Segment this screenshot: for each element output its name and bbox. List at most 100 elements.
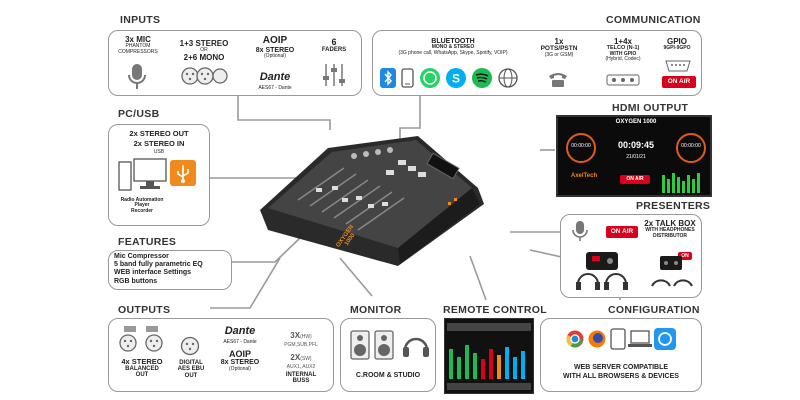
- buss-hw-type: (HW): [300, 334, 312, 340]
- telco-connector-icon: [606, 74, 640, 86]
- bluetooth-icon: [380, 68, 396, 88]
- spotify-icon: [472, 68, 492, 88]
- hdmi-brand: OXYGEN 1000: [615, 119, 657, 125]
- buss-sw-list: AUX1, AUX2: [286, 363, 316, 370]
- buss-hw-count: 3X: [290, 331, 301, 340]
- features-panel: [108, 250, 232, 290]
- speaker-right-icon: [374, 330, 394, 360]
- faders-icon: [322, 62, 346, 88]
- speaker-left-icon: [350, 330, 370, 360]
- digital-out-group: DIGITAL AES EBU OUT: [172, 360, 210, 379]
- hdmi-right-time: 00:00:00: [681, 143, 701, 149]
- pcusb-caption: Radio Automation Player Recorder: [112, 197, 172, 214]
- bluetooth-sub: MONO & STEREO: [431, 44, 475, 51]
- headphone-distributor-icon: [644, 250, 698, 292]
- talkbox-sub: WITH HEADPHONES: [645, 227, 695, 234]
- outputs-panel: [108, 318, 334, 392]
- remote-heading: REMOTE CONTROL: [443, 304, 547, 316]
- features-list: Mic Compressor 5 band fully parametric E…: [114, 253, 203, 286]
- xlr-connectors-icon: [180, 65, 228, 87]
- hdmi-left-dial: [566, 133, 596, 163]
- internal-buss-group: 3X(HW) PGM,SUB,PFL 2X(SW) AUX1, AUX2 INT…: [270, 326, 332, 385]
- telephone-icon: [547, 70, 569, 88]
- monitor-caption: C.ROOM & STUDIO: [355, 372, 421, 379]
- aoip-stereo: 8x STEREO: [255, 46, 295, 54]
- stereo-or: OR: [200, 47, 208, 54]
- balanced-out: OUT: [135, 372, 149, 379]
- inputs-panel: [108, 30, 362, 96]
- computer-icon: [118, 158, 168, 192]
- hdmi-logo: AxelTech: [570, 173, 598, 179]
- aoip-title: AOIP: [262, 35, 288, 46]
- aoip-optional: (Optional): [264, 52, 286, 59]
- talkbox-distributor: DISTRIBUTOR: [652, 232, 688, 239]
- hdmi-heading: HDMI OUTPUT: [612, 102, 689, 114]
- hdmi-screen: OXYGEN 1000 00:00:00 00:00:00 00:09:45 2…: [556, 115, 712, 197]
- hdmi-left-time: 00:00:00: [571, 143, 591, 149]
- buss-sw-count: 2X: [290, 353, 301, 363]
- internal-label: INTERNAL: [285, 372, 317, 379]
- mic-phantom: PHANTOM: [125, 43, 151, 50]
- safari-icon: [654, 328, 676, 350]
- mixing-console-image: [258, 118, 490, 268]
- pots-title: POTS/PSTN: [540, 45, 578, 53]
- mono-count: 2+6 MONO: [183, 52, 225, 62]
- laptop-icon: [628, 330, 652, 348]
- digital-out: OUT: [184, 372, 198, 379]
- pots-count: 1x: [554, 37, 564, 46]
- inputs-heading: INPUTS: [120, 14, 161, 26]
- buss-hw-list: PGM,SUB,PFL: [284, 341, 318, 348]
- pots-sub: (3G or GSM): [544, 52, 574, 59]
- hdmi-clock: 00:09:45: [617, 140, 655, 150]
- balanced-out-icon: [116, 326, 168, 354]
- stereo-count: 1+3 STEREO: [179, 39, 229, 48]
- pcusb-line3: USB: [153, 149, 165, 155]
- hdmi-date: 21/01/21: [626, 154, 646, 160]
- communication-heading: COMMUNICATION: [606, 14, 701, 26]
- pots-group: 1x POTS/PSTN (3G or GSM): [530, 37, 588, 59]
- whatsapp-icon: [420, 68, 440, 88]
- buss-label: BUSS: [292, 378, 310, 385]
- feature-item: 5 band fully parametric EQ: [114, 261, 203, 269]
- outputs-dante-logo: Dante: [224, 325, 256, 337]
- chrome-icon: [566, 330, 584, 348]
- telco-sub: (Hybrid, Codec): [605, 56, 641, 63]
- telco-title: TELCO (N-1): [606, 45, 640, 52]
- presenters-onair: ON AIR: [606, 226, 638, 238]
- pcusb-line2: 2x STEREO IN: [133, 139, 185, 148]
- telco-count: 1+4x: [613, 37, 633, 46]
- gpio-group: GPIO 9GPI-9GPO: [654, 37, 700, 52]
- hdmi-right-dial: [676, 133, 706, 163]
- firefox-icon: [588, 330, 606, 348]
- mic-count: 3x MIC: [125, 35, 151, 44]
- bluetooth-title: BLUETOOTH: [431, 38, 475, 45]
- skype-icon: S: [446, 68, 466, 88]
- buss-sw-type: (SW): [300, 356, 312, 363]
- faders-group: 6 FADERS: [314, 37, 354, 54]
- talkbox-device-icon: [574, 244, 630, 292]
- outputs-aoip-group: AOIP 8x STEREO (Optional): [214, 349, 266, 372]
- balanced-count: 4x STEREO: [121, 357, 163, 366]
- outputs-aoip-title: AOIP: [228, 349, 251, 359]
- bluetooth-group: BLUETOOTH MONO & STEREO (3G phone call, …: [378, 38, 528, 56]
- balanced-out-group: 4x STEREO BALANCED OUT: [112, 357, 172, 379]
- presenter-mic-icon: [572, 220, 588, 242]
- globe-icon: [498, 68, 518, 88]
- headphones-icon: [402, 332, 430, 358]
- monitor-heading: MONITOR: [350, 304, 402, 316]
- buss-hw: 3X(HW): [270, 326, 332, 343]
- caption-player: Player: [134, 202, 150, 209]
- talkbox-group: 2x TALK BOX WITH HEADPHONES DISTRIBUTOR: [640, 219, 700, 239]
- faders-label: FADERS: [321, 47, 347, 54]
- configuration-line1: WEB SERVER COMPATIBLE: [573, 364, 669, 371]
- usb-icon: [170, 160, 196, 186]
- talkbox-title: 2x TALK BOX: [644, 219, 696, 228]
- telco-gpio: WITH GPIO: [609, 51, 637, 58]
- tablet-icon: [610, 328, 626, 350]
- feature-item: WEB interface Settings: [114, 269, 192, 277]
- configuration-heading: CONFIGURATION: [608, 304, 700, 316]
- remote-control-screenshot: [444, 318, 534, 394]
- outputs-aoip-optional: (Optional): [229, 365, 251, 372]
- dante-logo: Dante: [259, 71, 291, 83]
- presenters-heading: PRESENTERS: [636, 200, 711, 212]
